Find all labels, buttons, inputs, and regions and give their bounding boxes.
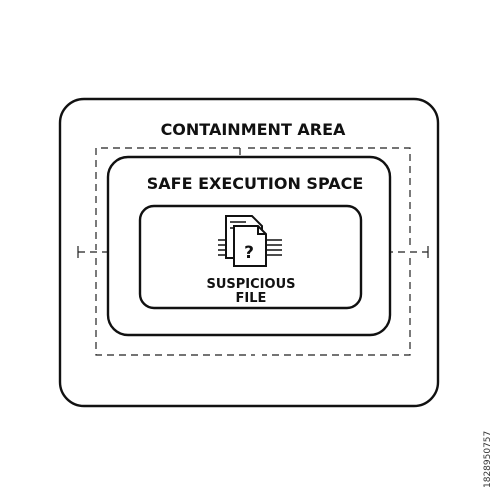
dashed-guide-left-lower: [95, 258, 255, 356]
suspicious-file-label-line2: FILE: [236, 291, 267, 306]
suspicious-file-label-line1: SUSPICIOUS: [207, 277, 296, 292]
icon-question-mark: ?: [244, 243, 254, 263]
dashed-guide-right-lower: [262, 258, 411, 356]
safe-execution-space-label: SAFE EXECUTION SPACE: [147, 174, 364, 193]
icon-page-lines: [230, 221, 246, 229]
icon-front-page: [233, 225, 267, 267]
watermark-side-id: 1828950757: [483, 431, 493, 488]
icon-page-fold: [257, 226, 266, 235]
dashed-guide-left-upper: [95, 147, 240, 250]
dashed-guide-right-upper: [239, 147, 411, 250]
suspicious-document-icon: [218, 215, 282, 267]
dashed-guide-ticks: [77, 246, 429, 258]
containment-area-box: [58, 97, 440, 408]
dashed-guides: [77, 147, 429, 356]
containment-area-label: CONTAINMENT AREA: [161, 120, 346, 139]
